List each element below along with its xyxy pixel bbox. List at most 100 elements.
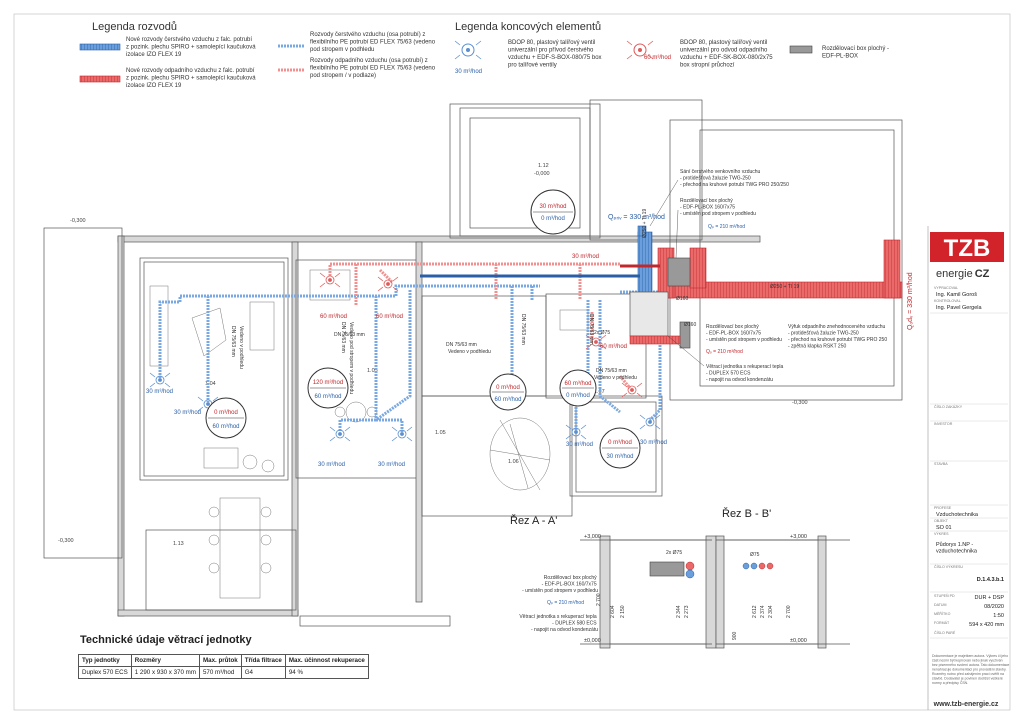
tb-value: Ing. Kamil Goroš <box>936 292 977 298</box>
svg-text:0 m³/hod: 0 m³/hod <box>566 393 590 399</box>
tb-value: Ing. Pavel Gergela <box>936 305 982 311</box>
tb-label: INVESTOR <box>934 422 953 426</box>
duct-phi: Ø250 + TI 19 <box>770 284 799 290</box>
table-cell: 570 m³/hod <box>198 666 242 679</box>
level-label: -0,300 <box>70 218 86 224</box>
flow-label: 60 m³/hod <box>376 314 403 320</box>
tb-label: MĚŘÍTKO <box>934 611 951 616</box>
section-level: ±0,000 <box>790 638 807 644</box>
section-a-duct <box>685 569 695 579</box>
supply-valve-icon <box>391 426 413 442</box>
flow-label: 30 m³/hod <box>640 440 667 446</box>
callout-intake: Sání čerstvého venkovního vzduchu - prot… <box>649 169 789 227</box>
tb-value: Půdorys 1.NP -vzduchotechnika <box>936 541 978 555</box>
level-label: -0,300 <box>58 538 74 544</box>
svg-text:60 m³/hod: 60 m³/hod <box>494 397 521 403</box>
tb-label: ČÍSLO ZAKÁZKY <box>934 404 963 409</box>
exhaust-valve-icon <box>626 40 654 60</box>
flow-label: 30 m³/hod <box>174 410 201 416</box>
dn-label-vertical: DN 75/63 mm <box>588 314 594 345</box>
section-dim: 2 273 <box>684 605 690 618</box>
tb-value: 594 x 420 mm <box>969 622 1004 628</box>
tb-value: 1:50 <box>993 613 1004 619</box>
svg-text:Qₚ = 210 m³/hod: Qₚ = 210 m³/hod <box>547 600 584 606</box>
flow-bubbles: 0 m³/hod 60 m³/hod 120 m³/hod 60 m³/hod … <box>205 189 641 469</box>
section-dim: 2 612 <box>752 605 758 618</box>
dn-sub-vertical: Vedeno pod stropem v podhledu <box>348 322 354 394</box>
section-b-title: Řez B - B' <box>722 507 771 520</box>
distribution-box-top <box>667 257 691 287</box>
section-dim: 900 <box>732 631 738 640</box>
supply-valve-icon <box>639 414 661 430</box>
level-label: -0,300 <box>792 400 808 406</box>
duct-notes: DN 75/63 mm DN 75/63 mm Vedeno v podhled… <box>230 209 799 395</box>
tb-value: D.1.4.3.b.1 <box>977 577 1004 583</box>
callout-box-right: Rozdělovací box plochý - EDF-PL-BOX 160/… <box>706 324 782 355</box>
tech-table-title: Technické údaje větrací jednotky <box>80 634 252 646</box>
tb-label: ČÍSLO VÝKRESU <box>934 564 963 569</box>
floor-plan-walls <box>43 99 903 627</box>
svg-text:Rozdělovací box plochý -: Rozdělovací box plochý - EDF-PL-BOX 160/… <box>680 198 756 217</box>
section-b-ducts <box>742 562 774 570</box>
phi-160: Ø160 <box>676 296 688 302</box>
flow-bubble: 0 m³/hod 60 m³/hod <box>489 373 527 411</box>
legend-exhaust-flow: 60 m³/hod <box>644 55 671 61</box>
tb-label: FORMÁT <box>934 621 950 625</box>
supply-duct-top <box>637 225 647 237</box>
section-level: +3,000 <box>584 534 601 540</box>
flow-bubble: 30 m³/hod 0 m³/hod <box>530 189 576 235</box>
dn-label-vertical: DN 75/63 mm <box>520 314 526 345</box>
section-a-title: Řez A - A' <box>510 514 557 527</box>
flow-label: 30 m³/hod <box>378 462 405 468</box>
q-exhaust: Qₒdᵥ = 330 m³/hod <box>907 272 914 330</box>
svg-text:30 m³/hod: 30 m³/hod <box>606 454 633 460</box>
legend-item-text: Nové rozvody odpadního vzduchu z falc. p… <box>126 68 257 89</box>
tb-label: DATUM <box>934 603 947 607</box>
section-dim: 2 374 <box>760 605 766 618</box>
section-level: ±0,000 <box>584 638 601 644</box>
legend-swatch-supply-spiro <box>79 43 121 51</box>
svg-text:Rozdělovací box plochý: Rozdělovací box plochý - EDF-PL-BOX 160/… <box>522 575 598 594</box>
svg-text:0 m³/hod: 0 m³/hod <box>214 410 238 416</box>
svg-text:0 m³/hod: 0 m³/hod <box>608 440 632 446</box>
legend-supply-flow: 30 m³/hod <box>455 69 482 75</box>
room-id: 1.03 <box>367 368 378 374</box>
tb-value: SO 01 <box>936 525 952 531</box>
legend-swatch-exhaust-spiro <box>79 75 121 83</box>
room-id: 1.13 <box>173 541 184 547</box>
legend-item-text: BDOP 80, plastový talířový ventil univer… <box>680 40 774 69</box>
legend-item-text: BDOP 80, plastový talířový ventil univer… <box>508 40 603 69</box>
legend-end-elements: Legenda koncových elementů 30 m³/hod BDO… <box>454 21 889 75</box>
tb-lines <box>930 312 1008 639</box>
room-id: 1.05 <box>435 430 446 436</box>
exhaust-valve-icon <box>585 334 607 350</box>
tb-value: 08/2020 <box>984 604 1004 610</box>
exhaust-duct-top <box>689 247 707 289</box>
table-header-cell: Max. účinnost rekuperace <box>284 654 369 667</box>
svg-text:120 m³/hod: 120 m³/hod <box>313 380 343 386</box>
flow-label: 30 m³/hod <box>318 462 345 468</box>
supply-valves <box>149 372 661 442</box>
flow-bubble: 0 m³/hod 30 m³/hod <box>599 427 641 469</box>
distribution-box-icon <box>789 45 813 54</box>
legend-item-text: Rozvody odpadního vzduchu (osa potrubí) … <box>310 58 437 79</box>
distribution-box-right <box>679 321 691 349</box>
flow-label: 30 m³/hod <box>572 254 599 260</box>
supply-valve-icon <box>565 424 587 440</box>
supply-valve-icon <box>149 372 171 388</box>
section-level: +3,000 <box>790 534 807 540</box>
dn-sub-vertical: Vedeno v podhledu <box>238 326 244 369</box>
table-header-cell: Rozměry <box>130 654 200 667</box>
supply-valve-icon <box>329 426 351 442</box>
svg-text:60 m³/hod: 60 m³/hod <box>212 424 239 430</box>
logo-box <box>930 232 1004 262</box>
room-id: 1.12 <box>538 163 549 169</box>
tb-label: VYPRACOVAL <box>934 286 958 290</box>
svg-text:0 m³/hod: 0 m³/hod <box>496 385 520 391</box>
svg-text:Qₚ = 210 m³/hod: Qₚ = 210 m³/hod <box>708 224 745 230</box>
exhaust-valve-icon <box>377 276 399 292</box>
dn-label: DN 75/63 mm <box>334 332 365 338</box>
exhaust-valve-icon <box>621 382 643 398</box>
